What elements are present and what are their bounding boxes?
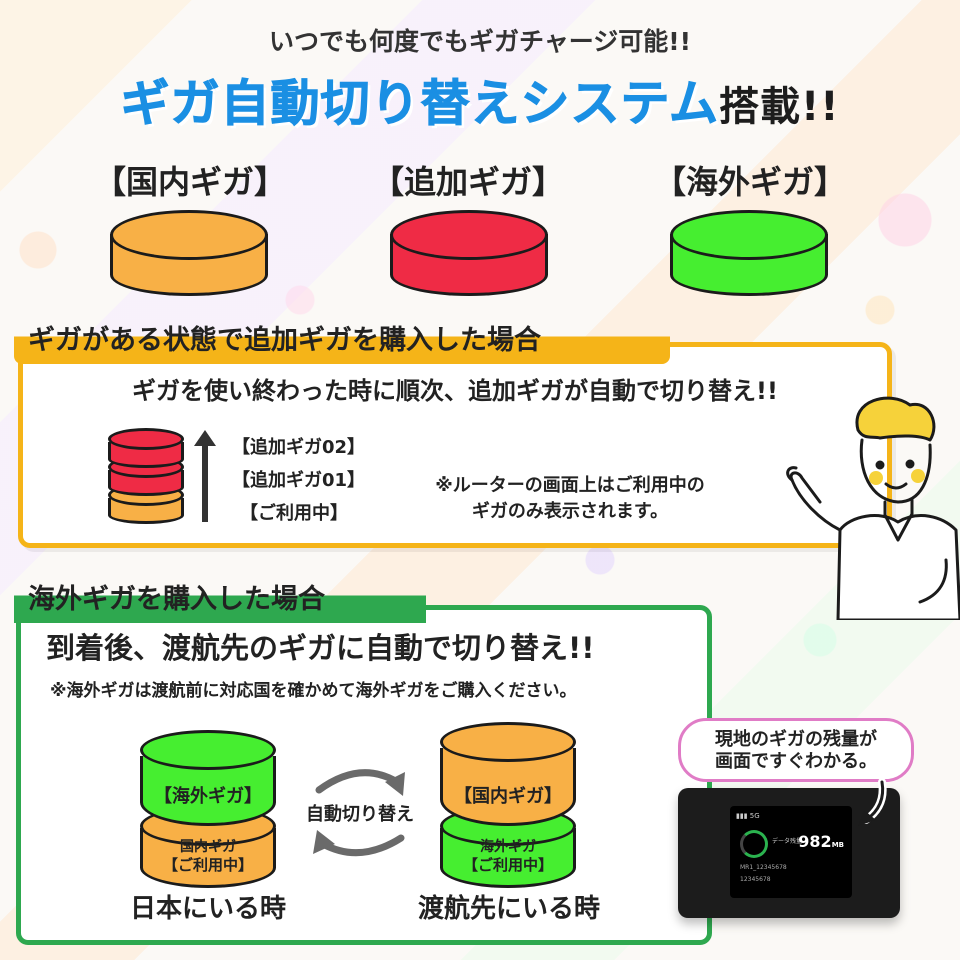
cylinder-domestic xyxy=(110,210,268,296)
title-blue: ギガ自動切り替えシステム xyxy=(120,75,720,133)
router-screen: ▮▮▮ 5G データ残量 982MB MR1_12345678 12345678 xyxy=(730,806,852,898)
man-illustration xyxy=(786,396,960,620)
section-tab-additional: ギガがある状態で追加ギガを購入した場合 xyxy=(14,314,670,364)
japan-top-label: 【海外ギガ】 xyxy=(154,786,262,807)
router-display-note: ※ルーターの画面上はご利用中の ギガのみ表示されます。 xyxy=(400,473,740,525)
section2-subtitle: 到着後、渡航先のギガに自動で切り替え!! xyxy=(46,631,595,665)
giga-label-domestic: 【国内ギガ】 xyxy=(93,163,286,201)
caption-in-japan: 日本にいる時 xyxy=(129,894,286,924)
section-tab-additional-label: ギガがある状態で追加ギガを購入した場合 xyxy=(28,325,541,356)
page-title: ギガ自動切り替えシステム搭載!! xyxy=(0,64,960,135)
section1-subtitle: ギガを使い終わった時に順次、追加ギガが自動で切り替え!! xyxy=(132,377,778,405)
top-tagline: いつでも何度でもギガチャージ可能!! xyxy=(268,27,692,56)
abroad-bottom-label-1: 海外ギガ xyxy=(480,839,536,855)
title-dark: 搭載!! xyxy=(719,84,840,130)
japan-bottom-label-1: 国内ギガ xyxy=(180,839,236,855)
stack-label-02: 【追加ギガ02】 xyxy=(232,437,366,458)
screen-data-label: データ残量 xyxy=(772,838,803,845)
switch-arrows-icon xyxy=(313,769,405,857)
caption-abroad: 渡航先にいる時 xyxy=(417,894,600,924)
bubble-line1: 現地のギガの残量が xyxy=(715,729,877,750)
section-tab-overseas-label: 海外ギガを購入した場合 xyxy=(28,584,325,615)
screen-value-unit: MB xyxy=(831,841,844,849)
pointer-arrow-icon xyxy=(858,778,887,826)
stack-label-01: 【追加ギガ01】 xyxy=(232,470,366,491)
abroad-top-cylinder: 【国内ギガ】 xyxy=(440,722,576,826)
router-note-line1: ※ルーターの画面上はご利用中の xyxy=(435,475,705,496)
stack-cylinder-02 xyxy=(108,428,184,468)
abroad-top-label: 【国内ギガ】 xyxy=(454,786,562,807)
giga-label-additional: 【追加ギガ】 xyxy=(371,163,564,201)
router-status-bar: ▮▮▮ 5G xyxy=(736,812,760,820)
auto-switch-label: 自動切り替え xyxy=(306,804,414,825)
section-tab-overseas: 海外ギガを購入した場合 xyxy=(14,573,426,623)
section2-note: ※海外ギガは渡航前に対応国を確かめて海外ギガをご購入ください。 xyxy=(50,681,577,701)
screen-data-value: 982MB xyxy=(798,832,844,851)
screen-row-ssid: MR1_12345678 xyxy=(740,864,787,871)
screen-row-key: 12345678 xyxy=(740,876,771,883)
router-note-line2: ギガのみ表示されます。 xyxy=(471,501,669,522)
data-remaining-ring xyxy=(740,830,768,858)
stack-label-in-use: 【ご利用中】 xyxy=(240,503,348,524)
giga-label-overseas: 【海外ギガ】 xyxy=(653,163,846,201)
mobile-router-device: ▮▮▮ 5G データ残量 982MB MR1_12345678 12345678 xyxy=(678,788,900,918)
screen-value-number: 982 xyxy=(798,832,832,851)
abroad-bottom-label-2: 【ご利用中】 xyxy=(462,856,553,874)
cylinder-additional xyxy=(390,210,548,296)
bubble-line2: 画面ですぐわかる。 xyxy=(715,751,877,772)
japan-bottom-cylinder: 国内ギガ 【ご利用中】 xyxy=(140,806,276,888)
cylinder-overseas xyxy=(670,210,828,296)
japan-bottom-label-2: 【ご利用中】 xyxy=(162,856,253,874)
speech-bubble: 現地のギガの残量が 画面ですぐわかる。 xyxy=(678,718,914,782)
up-arrow-icon xyxy=(194,430,216,522)
japan-top-cylinder: 【海外ギガ】 xyxy=(140,730,276,826)
